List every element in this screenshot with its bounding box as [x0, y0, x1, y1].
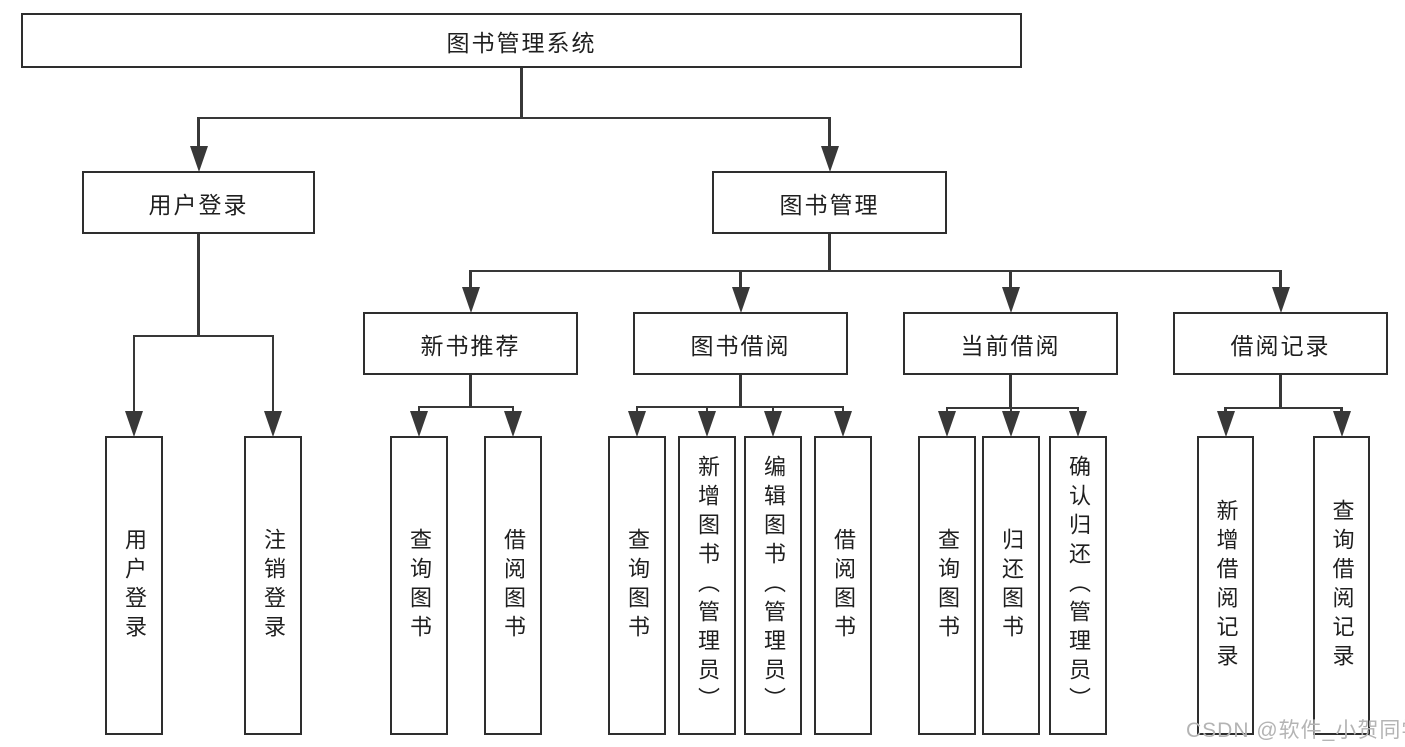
- node-label-current-borrowing: 当前借阅: [960, 332, 1061, 359]
- connector-leg-user-login: [132, 336, 136, 418]
- arrow-down-icon-edit-books-admin: [764, 411, 782, 437]
- node-search-books-2: 查询图书: [608, 436, 666, 735]
- node-label-borrow-books-1: 借阅图书: [501, 527, 526, 644]
- arrow-down-icon-search-books-1: [410, 411, 428, 437]
- connector-stem-new-book-recommend: [469, 375, 472, 407]
- node-label-user-login: 用户登录: [122, 527, 147, 644]
- connector-rail-new-book-recommend: [417, 405, 515, 409]
- arrow-down-icon-return-books: [1002, 411, 1020, 437]
- node-user-login-module: 用户登录: [82, 171, 315, 234]
- arrow-down-icon-search-books-2: [628, 411, 646, 437]
- connector-stem-book-borrowing: [739, 375, 742, 407]
- connector-leg-book-borrowing: [739, 271, 742, 294]
- node-confirm-return-admin: 确认归还（管理员）: [1049, 436, 1107, 735]
- connector-stem-root: [520, 68, 523, 118]
- node-edit-books-admin: 编辑图书（管理员）: [744, 436, 802, 735]
- arrow-down-icon-add-borrow-record: [1216, 411, 1235, 437]
- node-book-management: 图书管理: [712, 171, 947, 234]
- node-search-books-1: 查询图书: [390, 436, 448, 735]
- node-label-edit-books-admin: 编辑图书（管理员）: [761, 455, 786, 716]
- arrow-down-icon-add-books-admin: [698, 411, 716, 437]
- node-label-search-books-1: 查询图书: [407, 527, 432, 644]
- connector-leg-current-borrowing: [1009, 271, 1012, 294]
- connector-rail-root: [197, 116, 831, 120]
- node-search-books-3: 查询图书: [918, 436, 976, 735]
- connector-rail-user-login-module: [132, 334, 275, 338]
- arrow-down-icon-search-books-3: [938, 411, 956, 437]
- arrow-down-icon-current-borrowing: [1001, 287, 1020, 313]
- node-add-books-admin: 新增图书（管理员）: [678, 436, 736, 735]
- connector-leg-user-login-module: [197, 118, 200, 153]
- node-label-search-books-2: 查询图书: [625, 527, 650, 644]
- node-search-borrow-record: 查询借阅记录: [1313, 436, 1370, 735]
- node-borrow-books-1: 借阅图书: [484, 436, 542, 735]
- node-borrowing-records: 借阅记录: [1173, 312, 1388, 375]
- node-label-search-books-3: 查询图书: [935, 527, 960, 644]
- node-label-search-borrow-record: 查询借阅记录: [1329, 498, 1355, 673]
- connector-rail-current-borrowing: [945, 406, 1080, 410]
- node-label-borrow-books-2: 借阅图书: [831, 527, 856, 644]
- node-label-root: 图书管理系统: [446, 29, 597, 56]
- watermark-text: CSDN @软件_小贺同学: [1186, 719, 1405, 742]
- connector-leg-borrowing-records: [1279, 271, 1282, 294]
- node-logout: 注销登录: [244, 436, 302, 735]
- node-label-new-book-recommend: 新书推荐: [420, 332, 521, 359]
- arrow-down-icon-borrowing-records: [1271, 287, 1290, 313]
- connector-stem-book-management: [828, 234, 831, 271]
- arrow-down-icon-confirm-return-admin: [1069, 411, 1087, 437]
- node-book-borrowing: 图书借阅: [633, 312, 848, 375]
- node-label-add-books-admin: 新增图书（管理员）: [695, 455, 720, 716]
- node-root: 图书管理系统: [21, 13, 1022, 68]
- node-borrow-books-2: 借阅图书: [814, 436, 872, 735]
- arrow-down-icon-book-borrowing: [731, 287, 750, 313]
- arrow-down-icon-book-management: [820, 146, 839, 172]
- node-label-user-login-module: 用户登录: [148, 191, 249, 218]
- connector-leg-new-book-recommend: [469, 271, 472, 294]
- node-label-return-books: 归还图书: [999, 527, 1024, 644]
- arrow-down-icon-logout: [264, 411, 282, 437]
- arrow-down-icon-user-login: [125, 411, 143, 437]
- node-label-borrowing-records: 借阅记录: [1230, 332, 1331, 359]
- arrow-down-icon-search-borrow-record: [1332, 411, 1351, 437]
- connector-rail-book-management: [469, 269, 1282, 273]
- node-label-add-borrow-record: 新增借阅记录: [1213, 498, 1239, 673]
- node-add-borrow-record: 新增借阅记录: [1197, 436, 1254, 735]
- node-current-borrowing: 当前借阅: [903, 312, 1118, 375]
- connector-stem-user-login-module: [197, 234, 200, 336]
- connector-stem-current-borrowing: [1009, 375, 1012, 408]
- node-label-confirm-return-admin: 确认归还（管理员）: [1066, 455, 1091, 716]
- connector-stem-borrowing-records: [1279, 375, 1282, 408]
- node-new-book-recommend: 新书推荐: [363, 312, 578, 375]
- node-user-login: 用户登录: [105, 436, 163, 735]
- connector-leg-logout: [271, 336, 275, 418]
- connector-leg-book-management: [828, 118, 831, 153]
- arrow-down-icon-borrow-books-2: [834, 411, 852, 437]
- arrow-down-icon-new-book-recommend: [461, 287, 480, 313]
- node-label-logout: 注销登录: [261, 527, 286, 644]
- connector-rail-borrowing-records: [1224, 406, 1343, 410]
- node-return-books: 归还图书: [982, 436, 1040, 735]
- connector-rail-book-borrowing: [635, 405, 845, 409]
- node-label-book-management: 图书管理: [779, 191, 880, 218]
- arrow-down-icon-user-login-module: [189, 146, 208, 172]
- node-label-book-borrowing: 图书借阅: [690, 332, 791, 359]
- arrow-down-icon-borrow-books-1: [504, 411, 522, 437]
